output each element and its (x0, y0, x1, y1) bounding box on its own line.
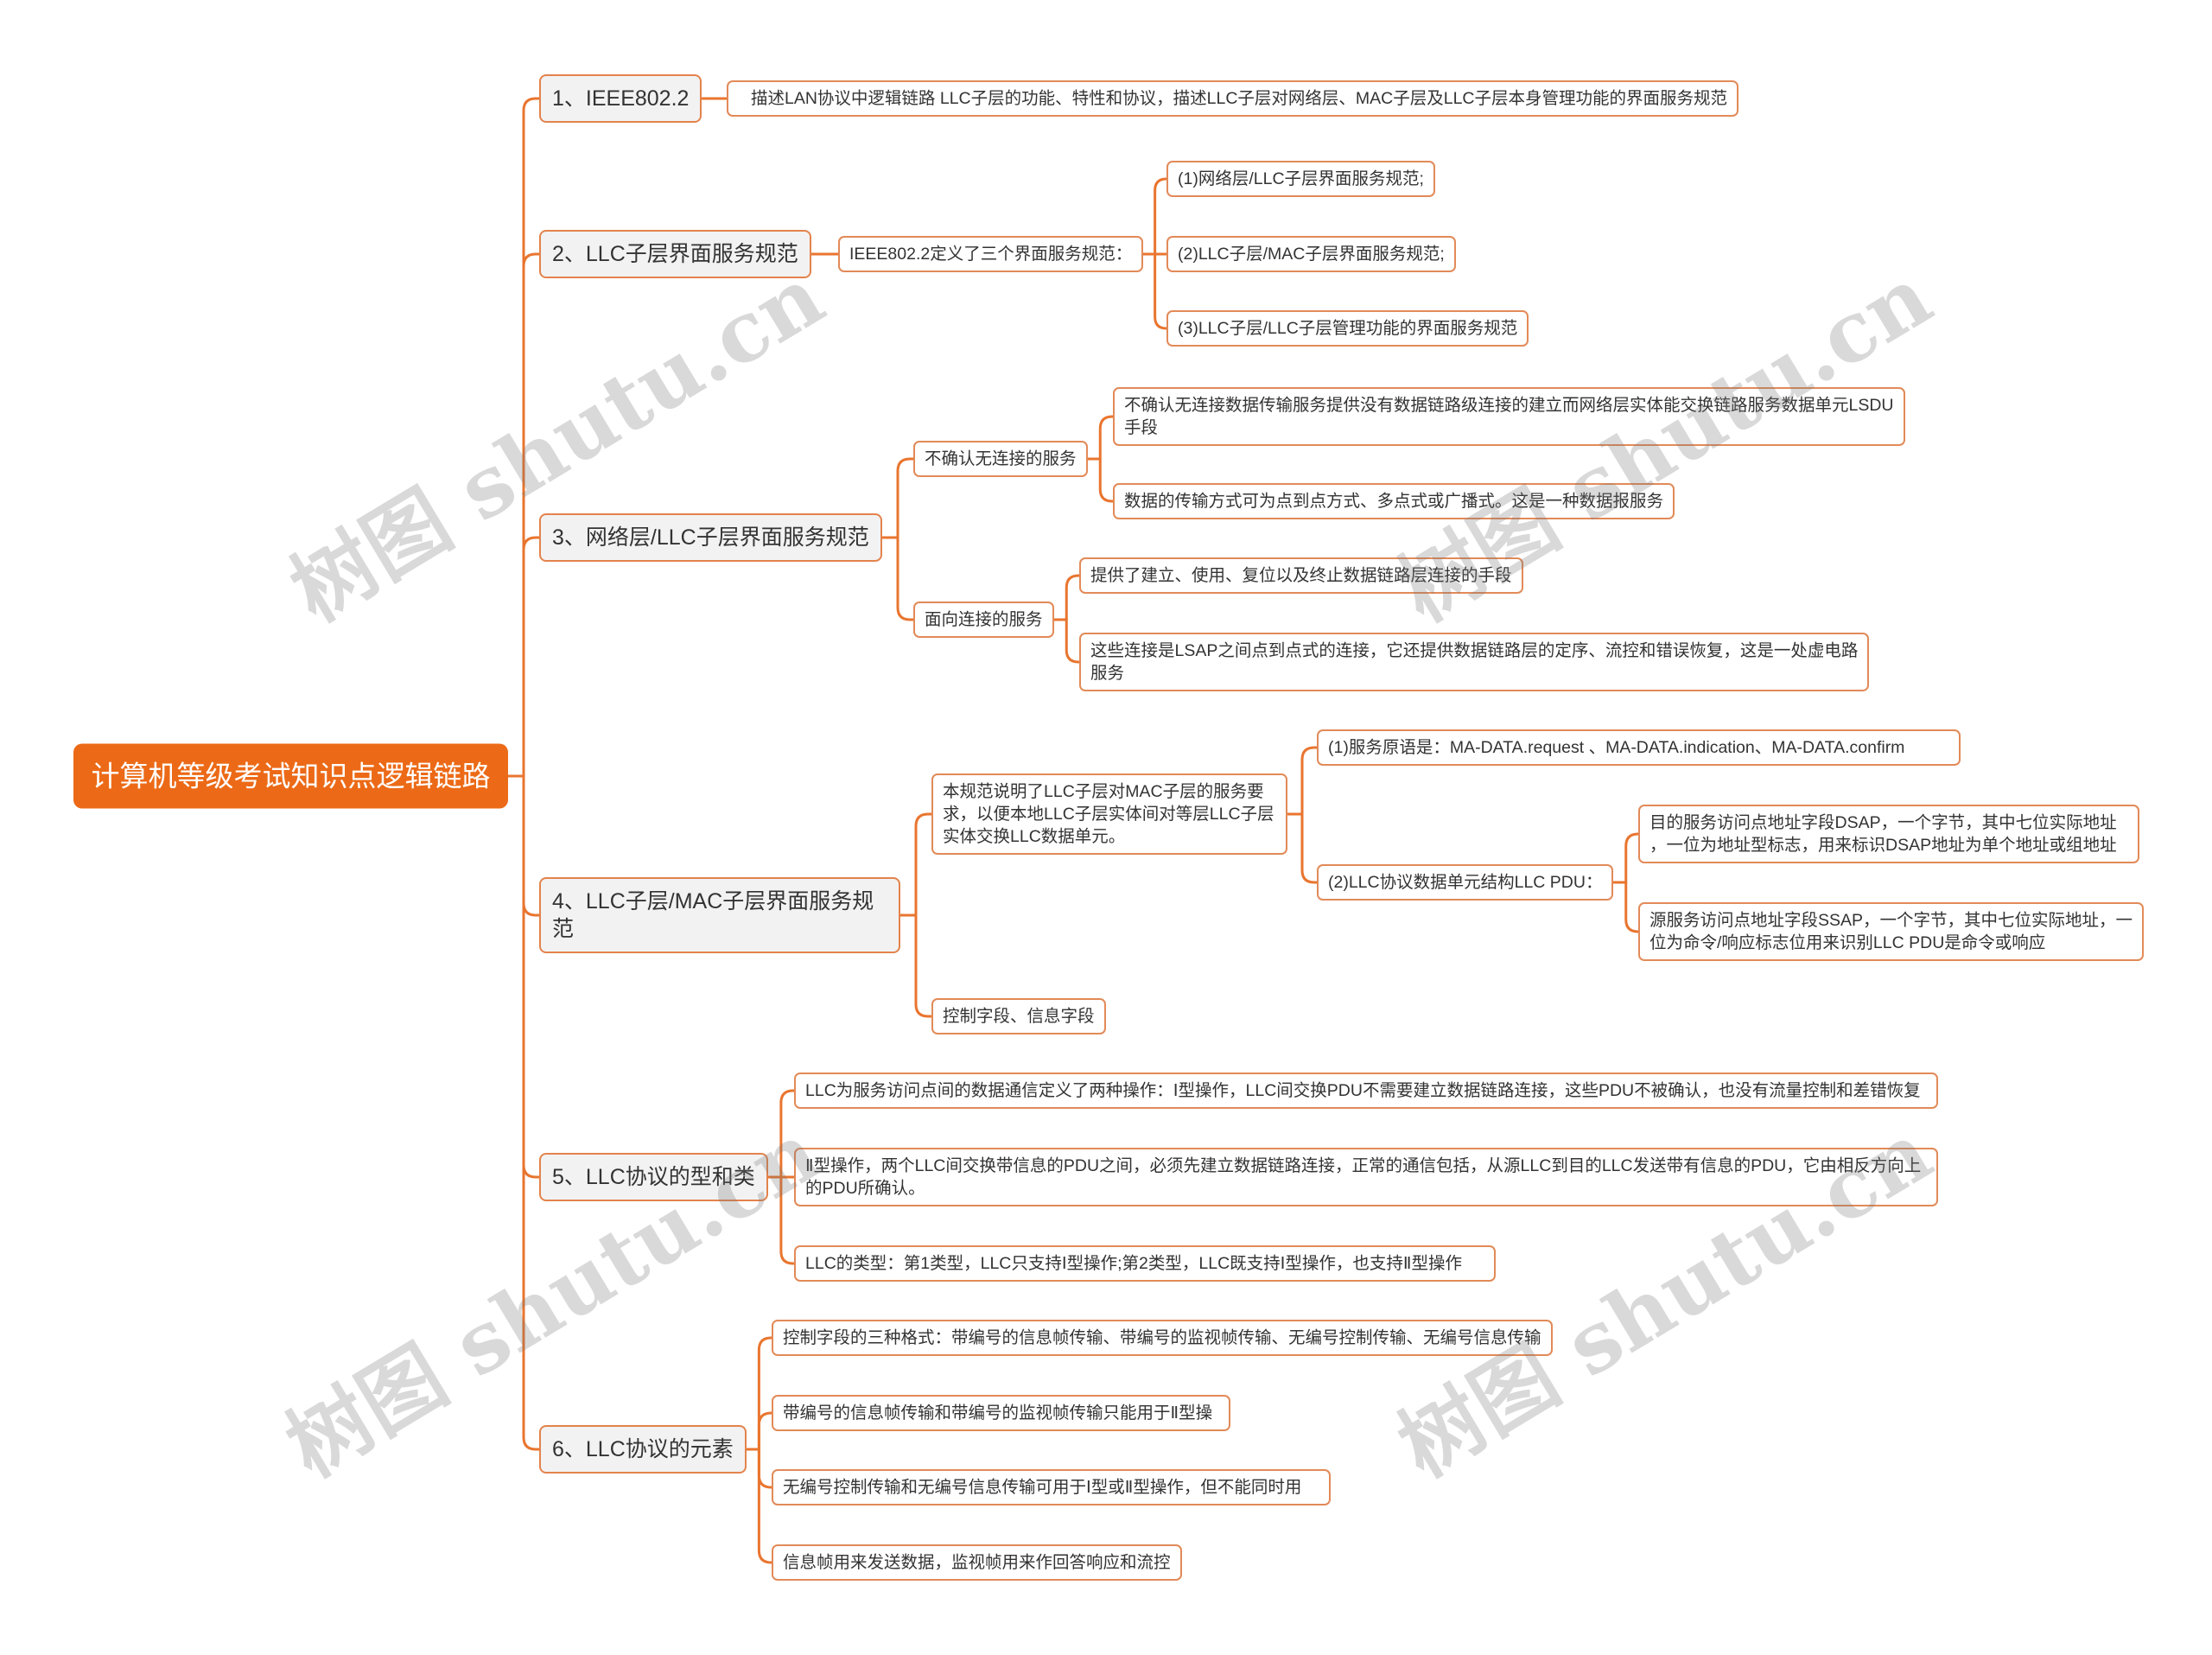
connector-line (506, 97, 541, 778)
topic-network-llc-interface-spec[interactable]: 3、网络层/LLC子层界面服务规范 (539, 513, 882, 562)
subtopic-label-line: 求，以便本地LLC子层实体间对等层LLC子层 (943, 805, 1274, 824)
root-topic-label: 计算机等级考试知识点逻辑链路 (91, 760, 491, 792)
connector-line (1086, 415, 1115, 461)
connector-line (745, 1448, 773, 1564)
connector-line (1611, 832, 1640, 884)
subtopic-label: 控制字段、信息字段 (943, 1007, 1095, 1026)
subtopic-three-interface-specs[interactable]: IEEE802.2定义了三个界面服务规范： (838, 236, 1144, 272)
subtopic-unnumbered-frames-usage[interactable]: 无编号控制传输和无编号信息传输可用于Ⅰ型或Ⅱ型操作，但不能同时用 (772, 1469, 1331, 1505)
connector-line (766, 1175, 796, 1265)
subtopic-service-primitives[interactable]: (1)服务原语是：MA-DATA.request 、MA-DATA.indica… (1317, 729, 1961, 766)
topic-label: 5、LLC协议的型和类 (552, 1165, 755, 1189)
connector-line (1286, 746, 1319, 816)
subtopic-label-line: 不确认无连接数据传输服务提供没有数据链路级连接的建立而网络层实体能交换链路服务数… (1124, 396, 1894, 415)
subtopic-connection-management-desc[interactable]: 提供了建立、使用、复位以及终止数据链路层连接的手段 (1079, 557, 1523, 594)
subtopic-control-info-fields[interactable]: 控制字段、信息字段 (931, 998, 1106, 1034)
connector-line (506, 774, 541, 1451)
connector-line (506, 536, 541, 778)
subtopic-llc-classes[interactable]: LLC的类型：第1类型，LLC只支持Ⅰ型操作;第2类型，LLC既支持Ⅰ型操作，也… (794, 1245, 1496, 1282)
connector-line (506, 252, 541, 778)
connector-line (1052, 574, 1081, 621)
subtopic-label: 信息帧用来发送数据，监视帧用来作回答响应和流控 (783, 1553, 1171, 1572)
subtopic-ieee8022-description[interactable]: 描述LAN协议中逻辑链路 LLC子层的功能、特性和协议，描述LLC子层对网络层、… (727, 80, 1739, 117)
subtopic-numbered-frames-usage[interactable]: 带编号的信息帧传输和带编号的监视帧传输只能用于Ⅱ型操 (772, 1395, 1230, 1431)
subtopic-label-line: 目的服务访问点地址字段DSAP，一个字节，其中七位实际地址 (1649, 813, 2117, 832)
connector-line (1086, 457, 1115, 503)
connector-line (745, 1411, 773, 1451)
subtopic-label: 提供了建立、使用、复位以及终止数据链路层连接的手段 (1090, 566, 1512, 585)
subtopic-label-line: 的PDU所确认。 (805, 1179, 925, 1198)
topic-label: 6、LLC协议的元素 (552, 1437, 734, 1461)
subtopic-label-line: ，一位为地址型标志，用来标识DSAP地址为单个地址或组地址 (1649, 836, 2117, 855)
topic-label: 3、网络层/LLC子层界面服务规范 (552, 525, 869, 550)
connector-line (1286, 812, 1319, 884)
subtopic-label: 不确认无连接的服务 (925, 449, 1077, 468)
connector-line (880, 457, 915, 539)
subtopic-llc-management-interface[interactable]: (3)LLC子层/LLC子层管理功能的界面服务规范 (1166, 310, 1529, 347)
subtopic-datagram-service-desc[interactable]: 数据的传输方式可为点到点方式、多点式或广播式。这是一种数据报服务 (1113, 483, 1675, 519)
subtopic-label: (1)网络层/LLC子层界面服务规范; (1178, 169, 1424, 188)
subtopic-label: (2)LLC子层/MAC子层界面服务规范; (1178, 245, 1445, 264)
connector-line (1141, 177, 1168, 256)
subtopic-label: 数据的传输方式可为点到点方式、多点式或广播式。这是一种数据报服务 (1124, 492, 1664, 511)
subtopic-llc-mac-interface[interactable]: (2)LLC子层/MAC子层界面服务规范; (1166, 236, 1456, 272)
subtopic-label: 面向连接的服务 (925, 610, 1043, 629)
topic-ieee8022[interactable]: 1、IEEE802.2 (539, 74, 702, 123)
topic-label: 1、IEEE802.2 (552, 86, 690, 111)
subtopic-label-line: 本规范说明了LLC子层对MAC子层的服务要 (943, 782, 1264, 801)
topic-label: 2、LLC子层界面服务规范 (552, 242, 798, 266)
connector-line (899, 812, 933, 917)
connector-line (880, 536, 915, 621)
subtopic-type1-operation[interactable]: LLC为服务访问点间的数据通信定义了两种操作：Ⅰ型操作，LLC间交换PDU不需要… (794, 1073, 1938, 1109)
subtopic-type2-operation[interactable]: Ⅱ型操作，两个LLC间交换带信息的PDU之间，必须先建立数据链路连接，正常的通信… (794, 1148, 1938, 1206)
subtopic-label: (2)LLC协议数据单元结构LLC PDU： (1328, 873, 1603, 892)
connector-line (1052, 618, 1081, 664)
connector-line (899, 913, 933, 1018)
topic-llc-types-classes[interactable]: 5、LLC协议的型和类 (539, 1153, 768, 1201)
subtopic-label: 控制字段的三种格式：带编号的信息帧传输、带编号的监视帧传输、无编号控制传输、无编… (783, 1328, 1541, 1347)
subtopic-label: LLC为服务访问点间的数据通信定义了两种操作：Ⅰ型操作，LLC间交换PDU不需要… (805, 1081, 1921, 1100)
subtopic-label: 无编号控制传输和无编号信息传输可用于Ⅰ型或Ⅱ型操作，但不能同时用 (783, 1478, 1302, 1497)
subtopic-label: (1)服务原语是：MA-DATA.request 、MA-DATA.indica… (1328, 738, 1905, 757)
subtopic-mac-service-requirement[interactable]: 本规范说明了LLC子层对MAC子层的服务要 求，以便本地LLC子层实体间对等层L… (931, 773, 1287, 855)
topic-llc-elements[interactable]: 6、LLC协议的元素 (539, 1425, 747, 1474)
subtopic-label-line: 实体交换LLC数据单元。 (943, 827, 1126, 846)
subtopic-control-field-formats[interactable]: 控制字段的三种格式：带编号的信息帧传输、带编号的监视帧传输、无编号控制传输、无编… (772, 1320, 1553, 1356)
topic-label-line: 4、LLC子层/MAC子层界面服务规 (552, 889, 874, 913)
subtopic-label: 描述LAN协议中逻辑链路 LLC子层的功能、特性和协议，描述LLC子层对网络层、… (751, 89, 1728, 108)
subtopic-llc-pdu-structure[interactable]: (2)LLC协议数据单元结构LLC PDU： (1317, 864, 1614, 901)
connector-line (745, 1336, 773, 1451)
subtopic-unacknowledged-connectionless[interactable]: 不确认无连接的服务 (913, 441, 1088, 477)
subtopic-ssap-field[interactable]: 源服务访问点地址字段SSAP，一个字节，其中七位实际地址，一 位为命令/响应标志… (1638, 902, 2145, 961)
subtopic-network-llc-interface[interactable]: (1)网络层/LLC子层界面服务规范; (1166, 161, 1435, 197)
subtopic-frame-purposes[interactable]: 信息帧用来发送数据，监视帧用来作回答响应和流控 (772, 1544, 1182, 1581)
subtopic-label: 带编号的信息帧传输和带编号的监视帧传输只能用于Ⅱ型操 (783, 1404, 1213, 1423)
connector-line (766, 1089, 796, 1179)
topic-label-line: 范 (552, 917, 575, 941)
subtopic-label: LLC的类型：第1类型，LLC只支持Ⅰ型操作;第2类型，LLC既支持Ⅰ型操作，也… (805, 1254, 1463, 1273)
connector-line (1141, 252, 1168, 330)
connector-line (1611, 881, 1640, 933)
subtopic-connection-oriented[interactable]: 面向连接的服务 (913, 602, 1054, 638)
subtopic-label-line: 这些连接是LSAP之间点到点式的连接，它还提供数据链路层的定序、流控和错误恢复，… (1090, 641, 1859, 660)
subtopic-label: (3)LLC子层/LLC子层管理功能的界面服务规范 (1178, 319, 1518, 338)
subtopic-virtual-circuit-desc[interactable]: 这些连接是LSAP之间点到点式的连接，它还提供数据链路层的定序、流控和错误恢复，… (1079, 633, 1870, 691)
subtopic-label: IEEE802.2定义了三个界面服务规范： (849, 245, 1133, 264)
subtopic-label-line: Ⅱ型操作，两个LLC间交换带信息的PDU之间，必须先建立数据链路连接，正常的通信… (805, 1156, 1922, 1175)
subtopic-label-line: 位为命令/响应标志位用来识别LLC PDU是命令或响应 (1649, 933, 2046, 952)
subtopic-label-line: 服务 (1090, 664, 1125, 683)
topic-llc-interface-spec[interactable]: 2、LLC子层界面服务规范 (539, 230, 811, 278)
subtopic-connectionless-transfer-desc[interactable]: 不确认无连接数据传输服务提供没有数据链路级连接的建立而网络层实体能交换链路服务数… (1113, 387, 1905, 446)
subtopic-dsap-field[interactable]: 目的服务访问点地址字段DSAP，一个字节，其中七位实际地址 ，一位为地址型标志，… (1638, 805, 2139, 863)
topic-llc-mac-interface-spec[interactable]: 4、LLC子层/MAC子层界面服务规 范 (539, 877, 900, 953)
subtopic-label-line: 源服务访问点地址字段SSAP，一个字节，其中七位实际地址，一 (1649, 911, 2133, 930)
subtopic-label-line: 手段 (1124, 418, 1159, 437)
root-topic[interactable]: 计算机等级考试知识点逻辑链路 (73, 743, 508, 809)
